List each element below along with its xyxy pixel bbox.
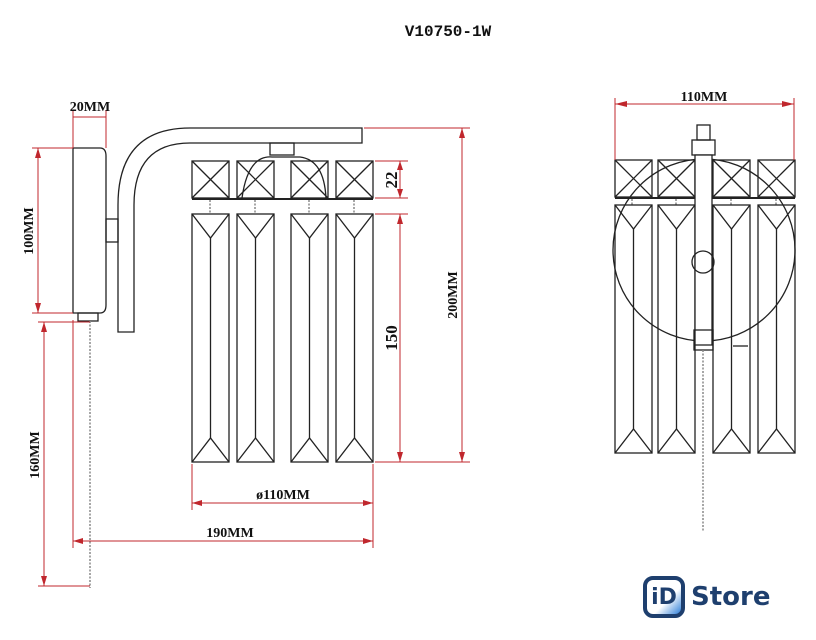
lamp-dome <box>241 156 327 199</box>
dim-crystal-length: 150 <box>382 325 401 351</box>
front-view <box>612 124 796 532</box>
store-logo: iD Store <box>643 576 770 618</box>
arm <box>117 127 363 333</box>
arm-mount <box>105 218 119 243</box>
dim-projection: 190MM <box>206 526 253 541</box>
logo-text: Store <box>691 582 771 612</box>
dim-diameter: ø110MM <box>256 488 310 503</box>
pull-switch <box>77 312 99 322</box>
canopy <box>269 142 295 156</box>
logo-mark: iD <box>643 576 685 618</box>
dim-crystal-top: 22 <box>382 172 401 189</box>
dim-chain: 160MM <box>28 431 43 478</box>
side-dimensions: 20MM 100MM 22 150 200MM ø110MM 190MM 160… <box>22 100 470 587</box>
side-view <box>72 127 374 588</box>
dim-depth: 20MM <box>70 100 110 115</box>
dim-width: 110MM <box>681 90 728 105</box>
dim-plate-height: 100MM <box>22 207 37 254</box>
center-stem <box>694 154 713 346</box>
front-dimensions: 110MM <box>614 90 795 160</box>
dim-total-height: 200MM <box>446 271 461 318</box>
finial <box>696 124 711 141</box>
wall-plate <box>72 147 107 314</box>
drawing-title: V10750-1W <box>405 23 492 41</box>
